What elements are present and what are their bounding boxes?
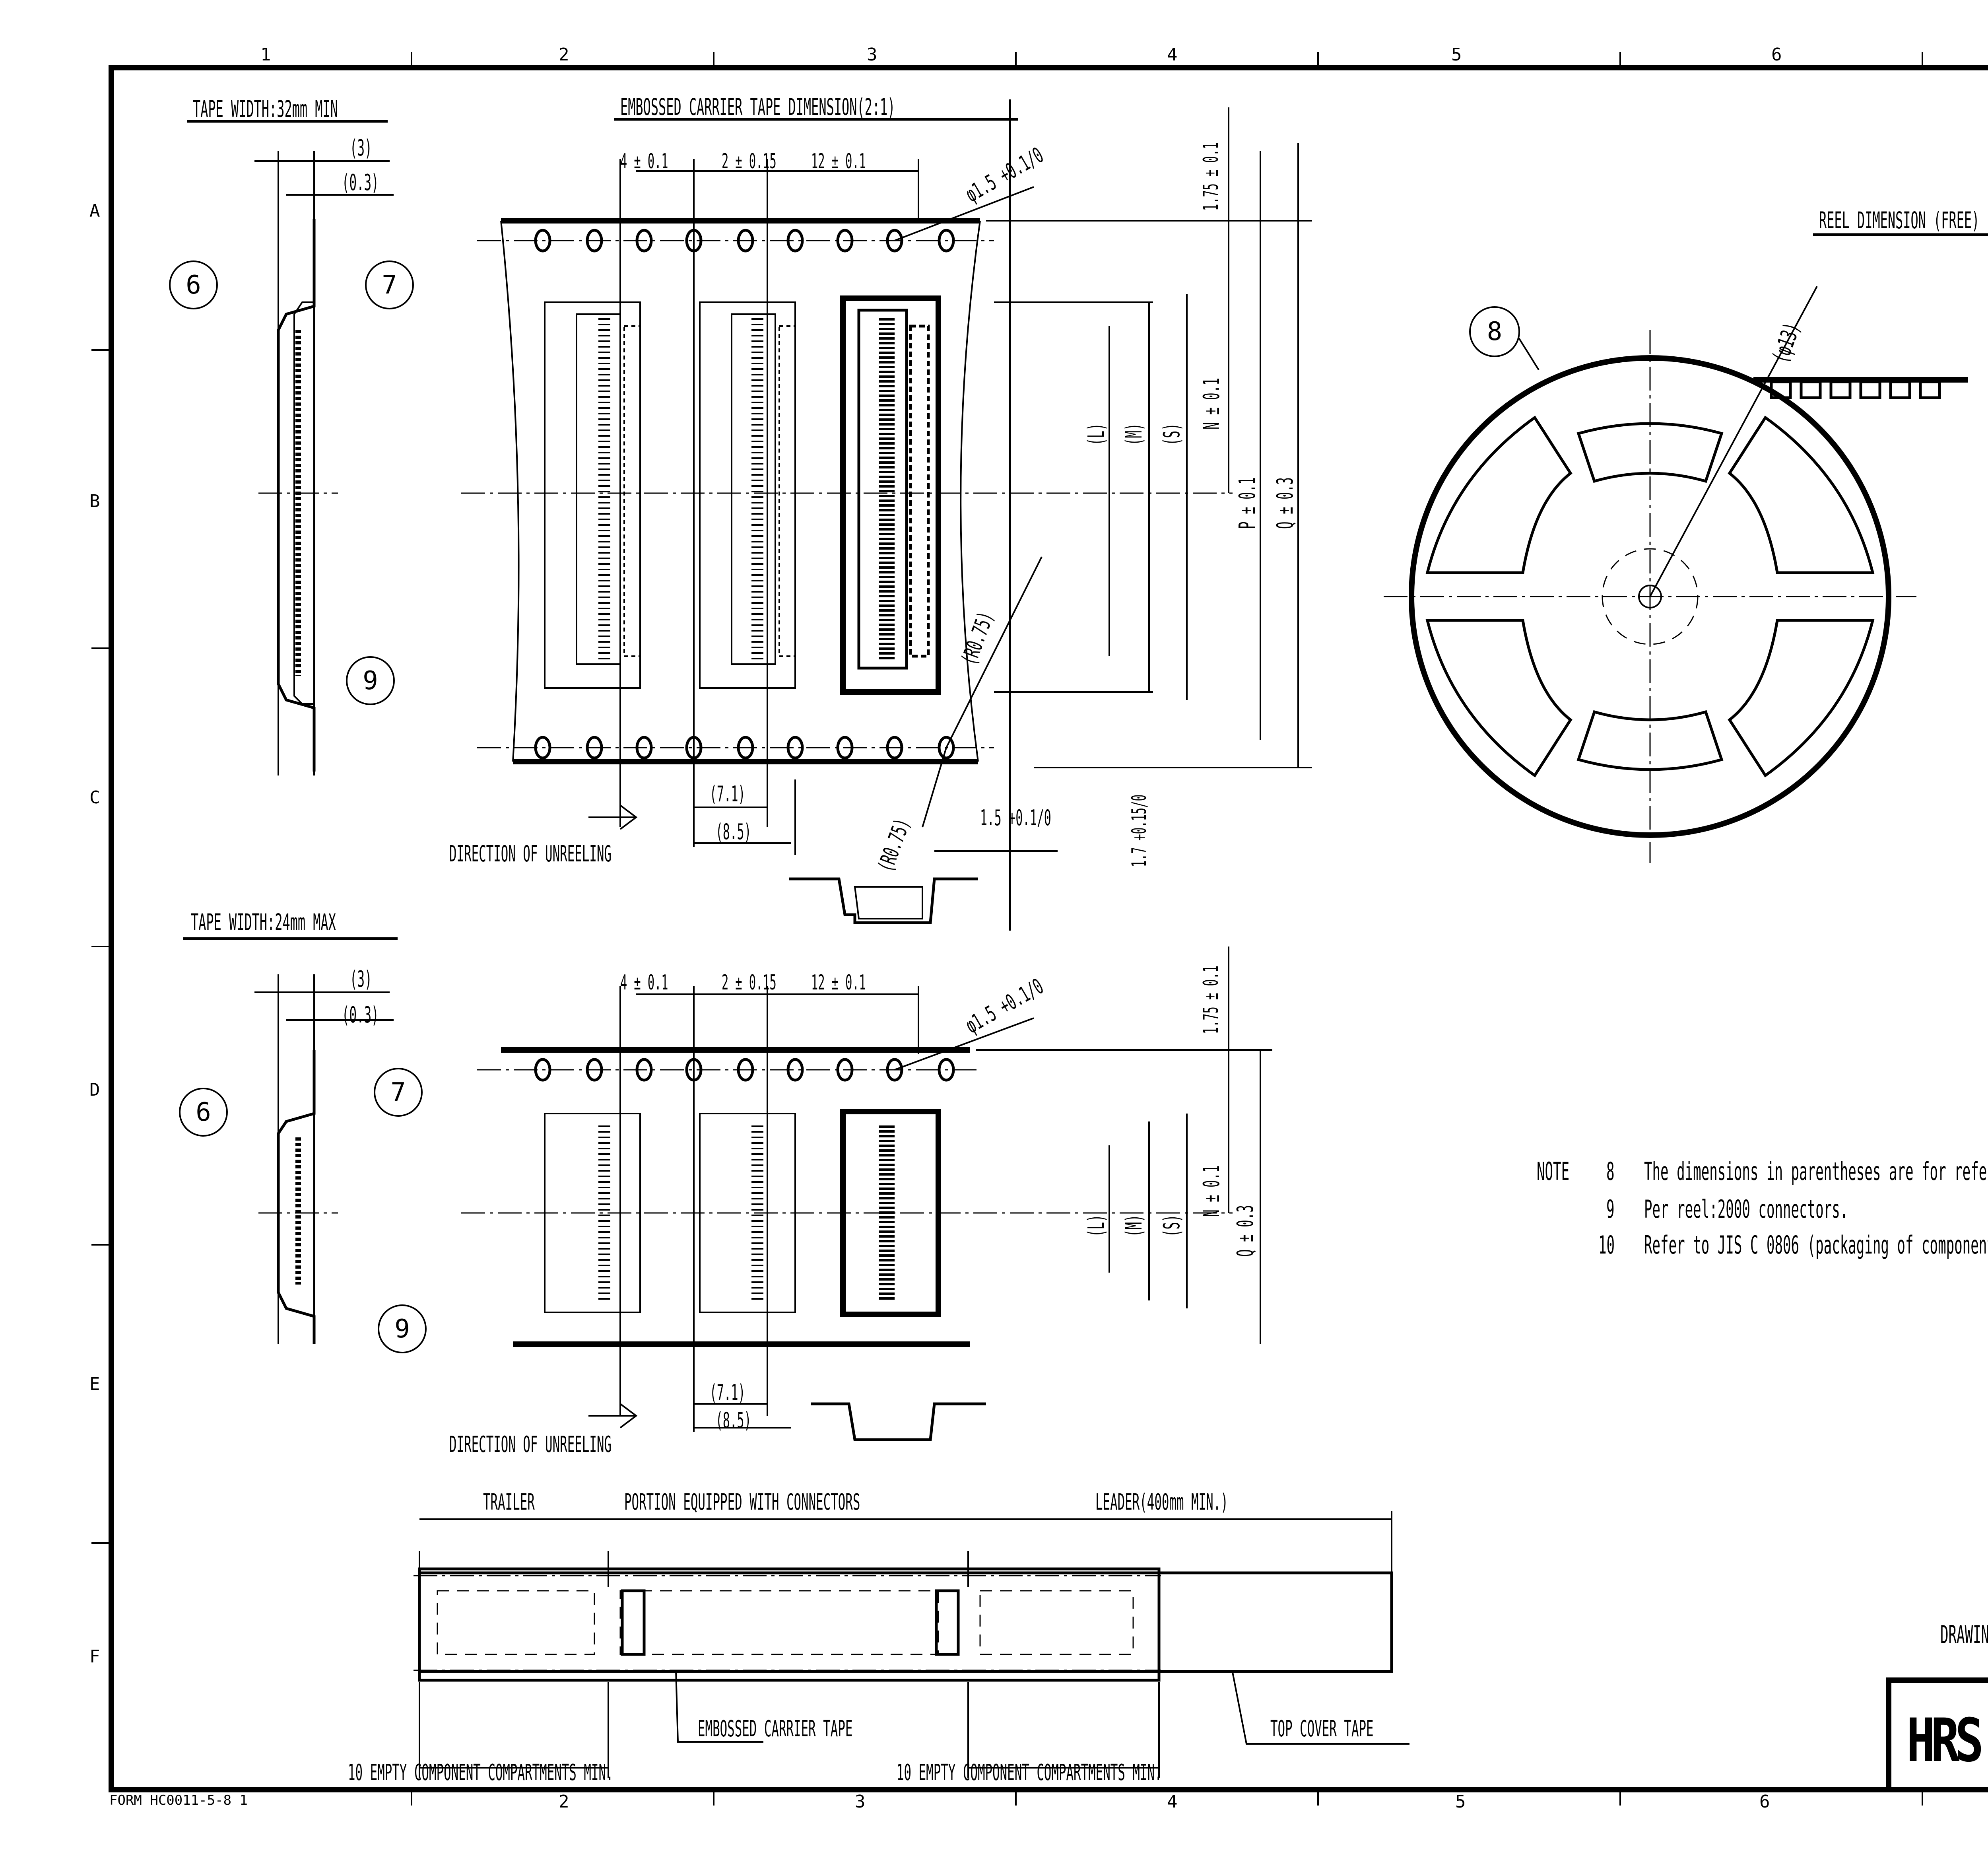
dim-Q: Q ± 0.3 [1272,477,1298,529]
empty-compartments-left: 10 EMPTY COMPONENT COMPARTMENTS MIN. [348,1760,613,1786]
edge-1-75-24: 1.75 ± 0.1 [1199,965,1223,1034]
zone-col-1: 1 [260,45,271,65]
leader-trailer-strip [414,1511,1409,1778]
zone-col-4: 4 [1167,45,1178,65]
zone-col-4-bottom: 4 [1167,1792,1178,1812]
dim-7-1: (7.1) [710,781,746,807]
note-9-text: Per reel:2000 connectors. [1644,1195,1848,1224]
dim-M-24: (M) [1121,1215,1147,1237]
drawing-frame [109,65,1988,1792]
side-profile-32 [254,151,394,775]
zone-col-5-bottom: 5 [1455,1792,1466,1812]
balloon-6-24: 6 [179,1088,228,1137]
zone-row-e: E [89,1374,100,1394]
dim-8-5: (8.5) [716,819,751,844]
note-8-text: The dimensions in parentheses are for re… [1644,1157,1988,1186]
direction-of-unreeling: DIRECTION OF UNREELING [449,841,612,867]
drawing-heading: DRAWING FOR PACKING [1940,1620,1988,1649]
dim-0-3: (0.3) [342,170,379,196]
balloon-6: 6 [169,260,218,309]
balloon-8: 8 [1469,306,1520,357]
dim-1-7: 1.7 +0.15/0 [1128,794,1151,867]
dim-N: N ± 0.1 [1199,378,1225,430]
tape-width-32-title: TAPE WIDTH:32mm MIN [193,95,338,122]
balloon-7-24: 7 [374,1068,423,1117]
edge-1-75: 1.75 ± 0.1 [1199,142,1223,211]
direction-of-unreeling-24: DIRECTION OF UNREELING [449,1432,612,1458]
reel-title: REEL DIMENSION (FREE) [1819,207,1980,234]
dim-Q-24: Q ± 0.3 [1233,1205,1258,1257]
zone-col-3: 3 [867,45,878,65]
hrs-logo: HRS [1906,1706,1984,1775]
trailer-label: TRAILER [483,1489,535,1515]
zone-col-5: 5 [1451,45,1462,65]
dim-L-24: (L) [1083,1215,1109,1237]
dim-P: P ± 0.1 [1235,477,1260,529]
zone-col-2-bottom: 2 [559,1792,569,1812]
portion-label: PORTION EQUIPPED WITH CONNECTORS [624,1489,860,1515]
tape-width-24-title: TAPE WIDTH:24mm MAX [191,909,336,936]
carrier-tape-24 [461,947,1272,1441]
dim-L: (L) [1083,423,1109,445]
leader-label: LEADER(400mm MIN.) [1095,1489,1228,1515]
title-block-frame [1886,1677,1988,1792]
dim-M: (M) [1121,423,1147,445]
zone-col-3-bottom: 3 [855,1792,866,1812]
top-cover-label: TOP COVER TAPE [1270,1716,1374,1742]
dim-8-5-24: (8.5) [716,1408,751,1433]
zone-row-f: F [89,1646,100,1667]
zone-col-2: 2 [559,45,569,65]
zone-ticks [91,52,1923,1806]
dim-S-24: (S) [1159,1215,1185,1237]
note-8-num: 8 [1606,1157,1615,1186]
empty-compartments-right: 10 EMPTY COMPONENT COMPARTMENTS MIN. [897,1760,1162,1786]
dim-S: (S) [1159,423,1185,445]
pitch-12-24: 12 ± 0.1 [811,971,866,995]
zone-row-b: B [89,491,100,511]
note-10-text: Refer to JIS C 0806 (packaging of compon… [1644,1230,1988,1259]
embossed-tape-label: EMBOSSED CARRIER TAPE [698,1716,853,1742]
dim-3: (3) [350,135,372,161]
pitch-4: 4 ± 0.1 [620,150,668,173]
carrier-tape-32 [461,99,1312,931]
dim-3-24: (3) [350,966,372,992]
dim-N-24: N ± 0.1 [1199,1165,1225,1217]
dim-1-5: 1.5 +0.1/0 [980,805,1051,830]
pitch-2: 2 ± 0.15 [722,150,777,173]
pitch-4-24: 4 ± 0.1 [620,971,668,995]
side-profile-24 [254,974,394,1344]
zone-col-6: 6 [1771,45,1782,65]
note-prefix: NOTE [1537,1157,1570,1186]
zone-row-d: D [89,1080,100,1100]
zone-col-6-bottom: 6 [1759,1792,1770,1812]
reel-front [1384,286,1968,863]
dim-7-1-24: (7.1) [710,1380,746,1405]
carrier-tape-title: EMBOSSED CARRIER TAPE DIMENSION(2:1) [620,93,895,121]
pitch-12: 12 ± 0.1 [811,150,866,173]
balloon-9-24: 9 [378,1304,427,1353]
dim-0-3-24: (0.3) [342,1002,379,1028]
form-id: FORM HC0011-5-8 1 [109,1792,248,1808]
balloon-9: 9 [346,656,395,705]
note-10-num: 10 [1598,1230,1615,1259]
zone-row-a: A [89,201,100,221]
note-9-num: 9 [1606,1195,1615,1224]
zone-row-c: C [89,787,100,808]
balloon-7: 7 [365,260,414,309]
pitch-2-24: 2 ± 0.15 [722,971,777,995]
